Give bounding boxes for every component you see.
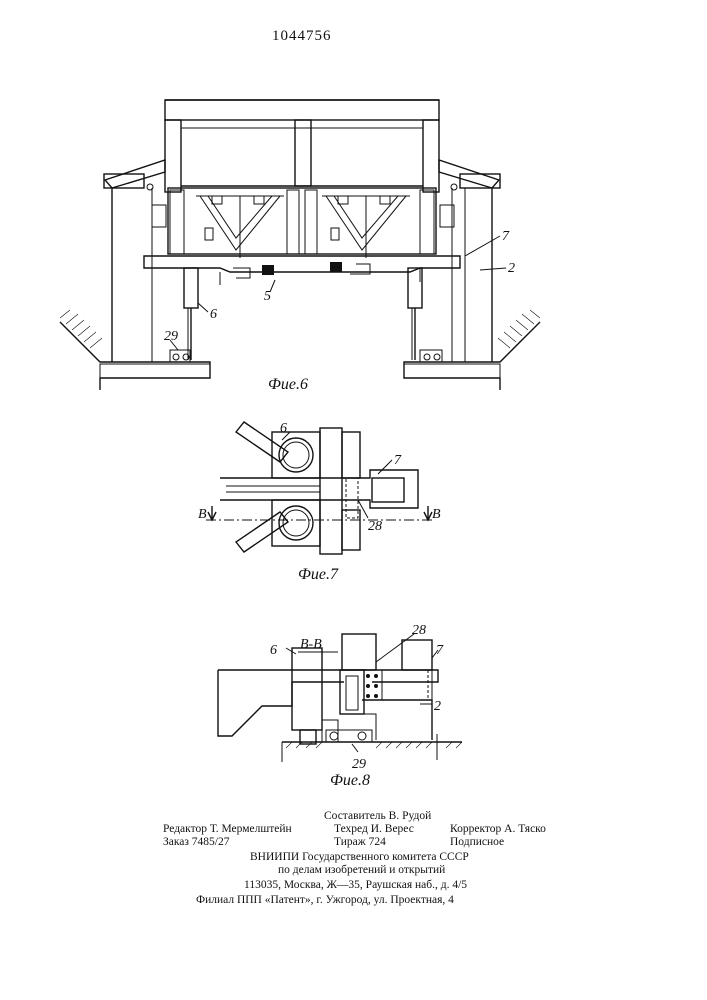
fig8-label-7: 7 (436, 643, 444, 658)
fig7-label-6: 6 (280, 421, 287, 436)
section-title: В-В (300, 637, 322, 652)
fig7-label-7: 7 (394, 453, 402, 468)
fig6-caption: Фие.6 (268, 376, 308, 394)
fig8-label-6: 6 (270, 643, 277, 658)
column-6-bottom (279, 506, 313, 540)
figure-7: 6 7 28 В В (198, 421, 441, 554)
figure-6: 7 2 5 6 29 (60, 100, 540, 390)
column-6-top (279, 438, 313, 472)
roof-slab (165, 100, 439, 120)
fig8-label-2: 2 (434, 699, 441, 714)
fig7-label-b-left: В (198, 507, 207, 522)
figure-8: В-В (218, 623, 462, 772)
fig6-label-5: 5 (264, 289, 271, 304)
fig6-label-7: 7 (502, 229, 510, 244)
fig8-label-29: 29 (352, 757, 366, 772)
footer-techred: Техред И. Верес (334, 823, 414, 835)
footer-org-1: ВНИИПИ Государственного комитета СССР (250, 851, 469, 863)
fig7-caption: Фие.7 (298, 566, 338, 584)
footer-compiler: Составитель В. Рудой (324, 810, 431, 822)
footer-order: Заказ 7485/27 (163, 836, 230, 848)
beam-5 (144, 256, 460, 272)
fig7-label-28: 28 (368, 519, 382, 534)
leg-6-left (184, 268, 198, 308)
fig6-label-6: 6 (210, 307, 217, 322)
fig6-label-2: 2 (508, 261, 515, 276)
footer-branch: Филиал ППП «Патент», г. Ужгород, ул. Про… (196, 894, 454, 906)
fig8-label-28: 28 (412, 623, 426, 638)
beam-section (218, 670, 438, 736)
fig6-label-29: 29 (164, 329, 178, 344)
fig8-caption: Фие.8 (330, 772, 370, 790)
footer-address: 113035, Москва, Ж—35, Раушская наб., д. … (244, 879, 467, 891)
footer-editor: Редактор Т. Мермелштейн (163, 823, 292, 835)
footer-subscription: Подписное (450, 836, 504, 848)
footer-org-2: по делам изобретений и открытий (278, 864, 445, 876)
fig7-label-b-right: В (432, 507, 441, 522)
footer-corrector: Корректор А. Тяско (450, 823, 546, 835)
footer-circulation: Тираж 724 (334, 836, 386, 848)
